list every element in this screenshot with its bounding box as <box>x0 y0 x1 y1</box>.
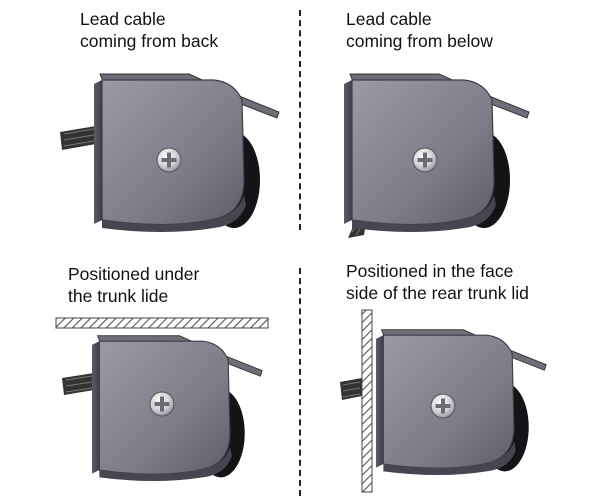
caption-line-2: side of the rear trunk lid <box>346 283 529 303</box>
panel-caption: Positioned in the face side of the rear … <box>346 260 529 304</box>
caption-line-1: Lead cable <box>80 9 166 29</box>
phillips-screw-icon <box>149 391 175 417</box>
panel-caption: Positioned under the trunk lide <box>68 263 199 307</box>
hatched-surface <box>55 317 269 329</box>
camera-diagram <box>55 317 269 482</box>
caption-line-2: coming from below <box>346 31 493 51</box>
phillips-screw-icon <box>156 147 182 173</box>
caption-line-2: the trunk lide <box>68 286 169 306</box>
caption-line-1: Positioned in the face <box>346 261 514 281</box>
divider-bottom <box>299 268 301 496</box>
hatched-surface <box>361 309 373 493</box>
phillips-screw-icon <box>430 393 456 419</box>
caption-line-1: Positioned under <box>68 264 200 284</box>
camera-diagram <box>340 309 547 493</box>
caption-line-1: Lead cable <box>346 9 432 29</box>
camera-diagram <box>60 73 280 233</box>
phillips-screw-icon <box>412 147 438 173</box>
divider-top <box>299 10 301 230</box>
caption-line-2: coming from back <box>80 31 219 51</box>
panel-caption: Lead cable coming from back <box>80 8 218 52</box>
camera-diagram <box>343 73 530 238</box>
panel-caption: Lead cable coming from below <box>346 8 493 52</box>
